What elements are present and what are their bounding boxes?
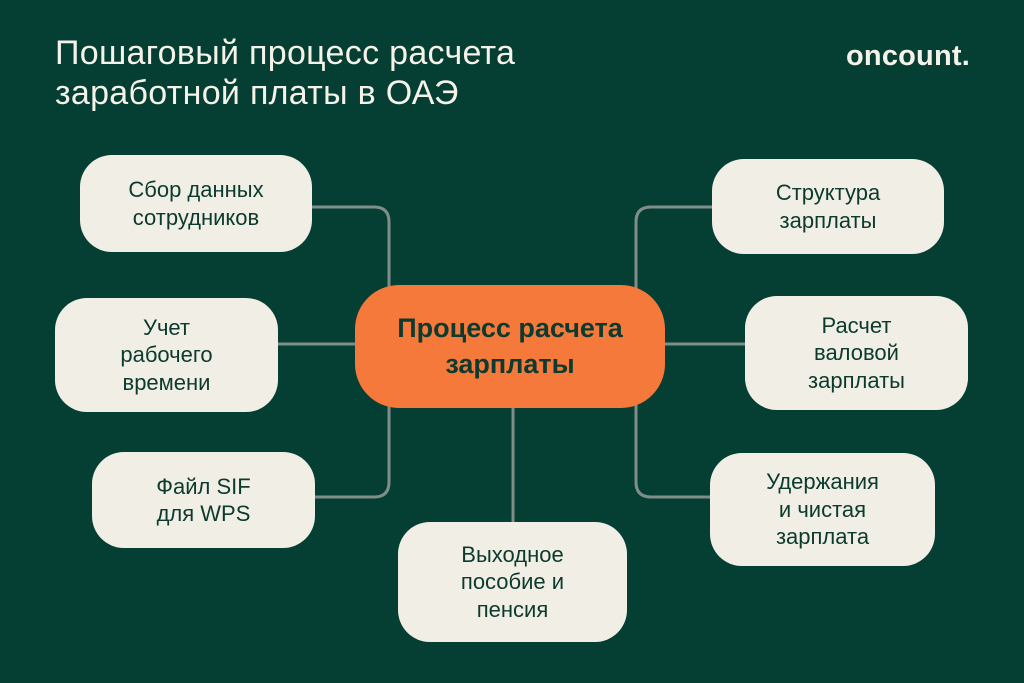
node-label: Сбор данных сотрудников — [128, 177, 264, 230]
node-label: Структура зарплаты — [775, 180, 881, 233]
node-gross-salary-calculation: Расчет валовой зарплаты — [745, 296, 968, 410]
node-label: Процесс расчета зарплаты — [397, 313, 623, 379]
node-sif-file-wps: Файл SIF для WPS — [92, 452, 315, 548]
node-label: Удержания и чистая зарплата — [766, 469, 879, 550]
node-payroll-process-center: Процесс расчета зарплаты — [355, 285, 665, 408]
connector-center-to-deductions — [634, 402, 714, 499]
node-severance-pension: Выходное пособие и пенсия — [398, 522, 627, 642]
node-label: Расчет валовой зарплаты — [808, 312, 905, 393]
connector-salary-structure-to-center — [634, 205, 714, 292]
node-label: Выходное пособие и пенсия — [460, 541, 565, 622]
node-employee-data-collection: Сбор данных сотрудников — [80, 155, 312, 252]
node-label: Учет рабочего времени — [120, 314, 213, 395]
node-deductions-net-salary: Удержания и чистая зарплата — [710, 453, 935, 566]
page-title: Пошаговый процесс расчета заработной пла… — [55, 34, 516, 112]
connector-sif-file-to-center — [312, 402, 391, 499]
connector-employee-data-to-center — [310, 205, 391, 292]
node-label: Файл SIF для WPS — [156, 473, 251, 527]
node-salary-structure: Структура зарплаты — [712, 159, 944, 254]
brand-logo: oncount. — [845, 40, 970, 72]
node-time-tracking: Учет рабочего времени — [55, 298, 278, 412]
